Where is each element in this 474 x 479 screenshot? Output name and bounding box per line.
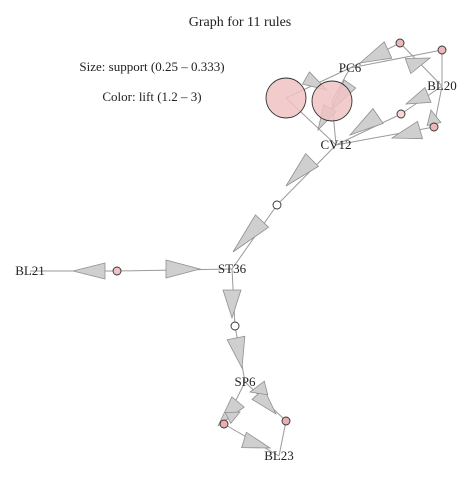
arrowhead	[165, 259, 202, 279]
rule-vertex	[395, 38, 405, 48]
edge-in	[349, 49, 443, 69]
graph-title: Graph for 11 rules	[189, 15, 292, 30]
item-label-st36: ST36	[218, 261, 247, 276]
rule-vertex	[265, 77, 307, 119]
item-label-bl23: BL23	[264, 448, 294, 463]
arrowhead	[249, 380, 269, 396]
item-label-cv12: CV12	[320, 137, 351, 152]
rule-vertex	[281, 416, 291, 426]
rule-vertex	[219, 419, 229, 429]
rule-vertex	[272, 200, 282, 210]
arrowhead	[251, 387, 277, 416]
arrowhead	[72, 262, 106, 280]
rule-vertex	[230, 321, 240, 331]
rule-vertices-layer	[112, 38, 447, 429]
arrowhead	[404, 86, 432, 105]
item-label-bl21: BL21	[15, 263, 45, 278]
arrowhead	[241, 431, 272, 449]
item-label-sp6: SP6	[235, 374, 256, 389]
arrowhead	[404, 57, 432, 75]
item-label-bl20: BL20	[427, 78, 457, 93]
arrowhead	[390, 120, 424, 140]
arrowhead	[358, 41, 393, 64]
arrowhead	[285, 152, 320, 187]
arrowhead	[232, 214, 270, 253]
edge-out	[278, 420, 287, 457]
rule-vertex	[437, 45, 447, 55]
arrowhead	[226, 335, 246, 370]
legend-color: Color: lift (1.2 – 3)	[102, 89, 201, 104]
legend-size: Size: support (0.25 – 0.333)	[79, 59, 224, 74]
edge-out	[335, 113, 402, 146]
rule-vertex	[429, 122, 439, 132]
item-label-pc6: PC6	[339, 60, 362, 75]
rule-vertex	[112, 266, 122, 276]
rule-vertex	[396, 109, 406, 119]
arrowhead	[348, 107, 384, 136]
rule-vertex	[311, 80, 353, 122]
arrowhead	[224, 411, 241, 425]
arrowhead	[222, 289, 242, 320]
edge-in	[276, 144, 337, 206]
